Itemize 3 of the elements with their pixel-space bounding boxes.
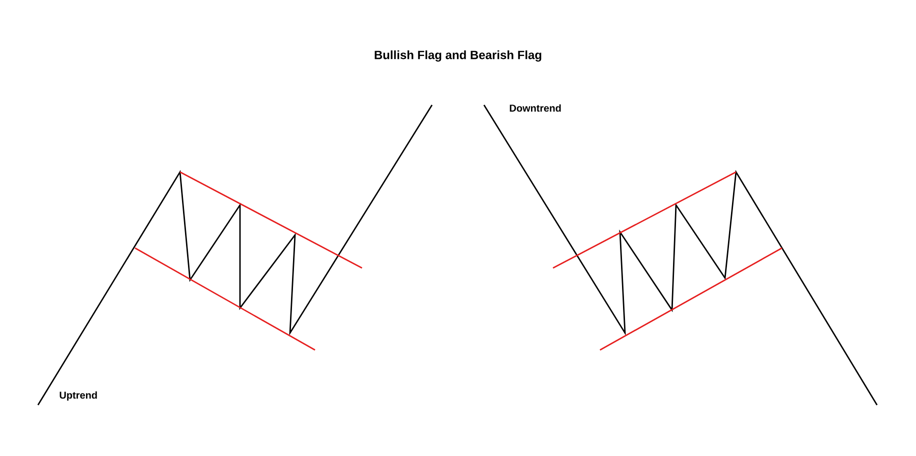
title: Bullish Flag and Bearish Flag bbox=[374, 50, 542, 62]
trend-label: Downtrend bbox=[510, 104, 561, 112]
trend-label: Uptrend bbox=[60, 391, 97, 401]
